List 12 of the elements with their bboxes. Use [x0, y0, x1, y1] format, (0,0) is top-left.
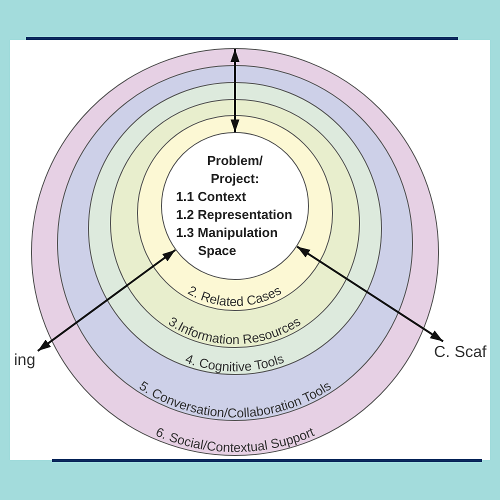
- list-item: 1.2 Representation: [176, 206, 293, 224]
- ring-label: 6. Social/Contextual Support: [154, 424, 316, 456]
- list-item: 1.3 Manipulation Space: [176, 224, 279, 260]
- double-arrow: [37, 249, 176, 352]
- list-item: 1.1 Context: [176, 188, 246, 206]
- side-label: ing: [14, 351, 36, 370]
- ring-label: 4. Cognitive Tools: [184, 350, 286, 374]
- side-label: C. Scaf: [434, 343, 486, 362]
- node-heading: Problem/ Project:: [207, 152, 263, 188]
- double-arrow: [296, 246, 444, 342]
- ring-label: 2. Related Cases: [186, 283, 284, 310]
- double-arrow: [230, 49, 240, 132]
